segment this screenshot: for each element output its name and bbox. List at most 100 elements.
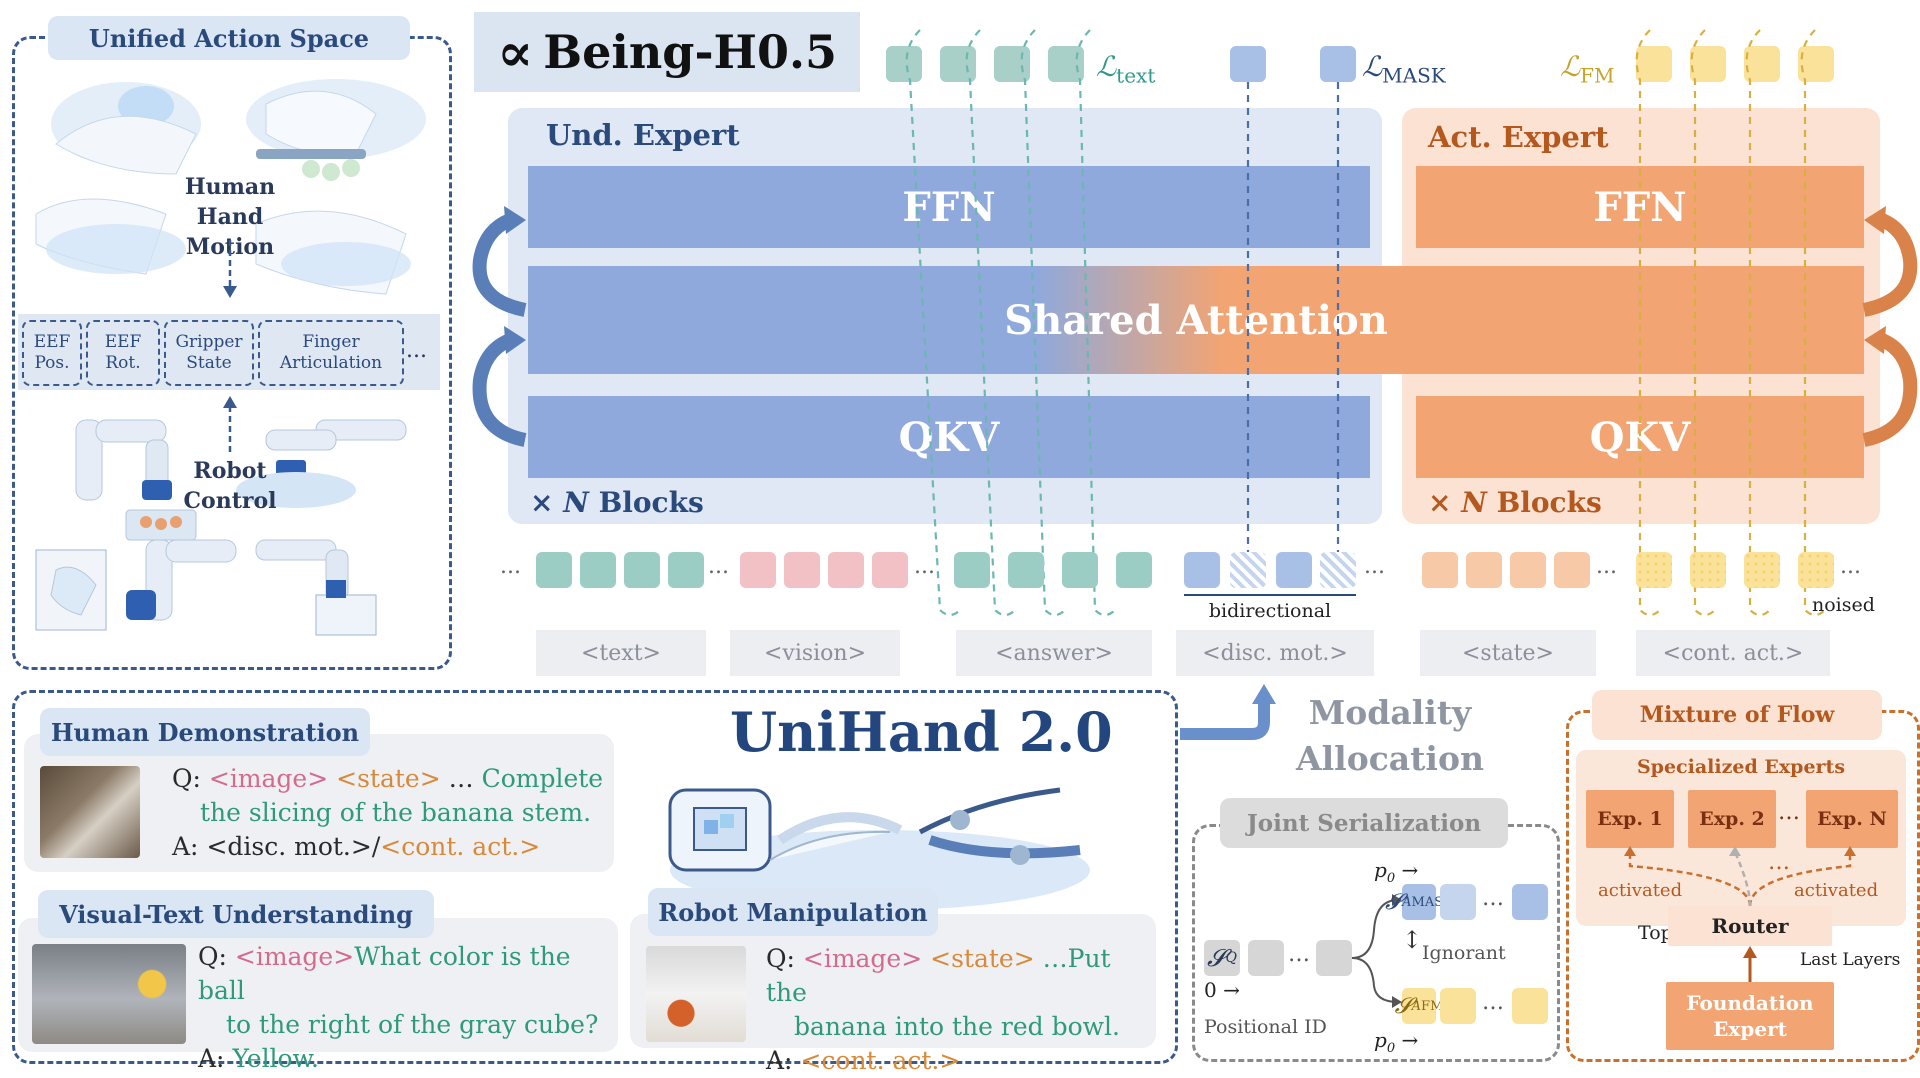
robot-label-line1: Robot: [193, 458, 267, 484]
bidirectional-arrow-icon: [1184, 594, 1356, 596]
human-demo-thumbnail: [40, 766, 140, 858]
robot-manip-caption: Robot Manipulation: [648, 888, 938, 936]
visual-text-qa: Q: <image>What color is the ball to the …: [198, 942, 599, 1073]
visual-text-caption: Visual-Text Understanding: [38, 890, 434, 938]
out-flow-token: [1744, 46, 1780, 82]
noised-action-token: [1636, 552, 1672, 588]
title-box: ∝ Being-H0.5: [474, 12, 860, 92]
robot-control-label: Robot Control: [160, 456, 300, 516]
zero-position: 0 →: [1204, 978, 1240, 1002]
und-blocks-label: × N Blocks: [530, 486, 704, 519]
expert-1-box: Exp. 1: [1586, 790, 1674, 848]
gray-token: [1248, 940, 1284, 976]
loss-fm-label: ℒFM: [1560, 50, 1615, 88]
gray-token: [1316, 940, 1352, 976]
seq-label-state: <state>: [1420, 630, 1596, 676]
loss-text-label: ℒtext: [1096, 50, 1156, 88]
modality-allocation-arrow-icon: [1180, 684, 1276, 740]
noised-action-token: [1690, 552, 1726, 588]
up-arrow-icon: [223, 396, 237, 452]
ignorant-label: Ignorant: [1422, 942, 1506, 964]
robot-manip-qa: Q: <image> <state> …Put the banana into …: [766, 944, 1120, 1075]
human-demo-qa: Q: <image> <state> … Complete the slicin…: [172, 764, 604, 861]
vision-token: [740, 552, 776, 588]
p0-bottom: p0 →: [1374, 1028, 1419, 1056]
model-title: Being-H0.5: [543, 25, 838, 79]
shared-attention-block: Shared Attention: [528, 266, 1864, 374]
router-dots: …: [1768, 850, 1790, 875]
out-flow-token: [1798, 46, 1834, 82]
robot-label-line2: Control: [183, 488, 277, 514]
text-token: [580, 552, 616, 588]
seq-ellipsis: ...: [708, 554, 729, 579]
unihand-title: UniHand 2.0: [730, 700, 1113, 764]
und-recurrence-arrows-icon: [472, 206, 527, 447]
state-token: [1422, 552, 1458, 588]
answer-token: [1062, 552, 1098, 588]
out-text-token: [940, 46, 976, 82]
answer-token: [1116, 552, 1152, 588]
ignorant-arrow-icon: ↕: [1402, 926, 1423, 954]
human-label-line1: Human: [184, 174, 276, 200]
seq-label-disc-motion: <disc. mot.>: [1176, 630, 1374, 676]
yellow-token: [1440, 988, 1476, 1024]
seq-label-cont-action: <cont. act.>: [1636, 630, 1830, 676]
answer-token: [954, 552, 990, 588]
expert-2-box: Exp. 2: [1688, 790, 1776, 848]
noised-action-token: [1744, 552, 1780, 588]
human-demo-caption: Human Demonstration: [40, 708, 370, 756]
seq-ellipsis: ...: [1364, 554, 1385, 579]
js-dots: …: [1482, 886, 1504, 911]
router-activation-arrows-icon: [1624, 846, 1856, 907]
masked-motion-token: [1230, 552, 1266, 588]
activated-left-label: activated: [1598, 880, 1683, 901]
down-arrow-icon: [223, 240, 237, 298]
disc-motion-token: [1184, 552, 1220, 588]
text-token: [668, 552, 704, 588]
out-flow-token: [1636, 46, 1672, 82]
unihand-panel: [12, 690, 1178, 1064]
experts-dots: …: [1778, 800, 1800, 825]
seq-label-answer: <answer>: [956, 630, 1152, 676]
act-recurrence-arrows-icon: [1862, 206, 1918, 447]
expert-n-box: Exp. N: [1806, 790, 1898, 848]
joint-serialization-caption: Joint Serialization: [1220, 798, 1508, 848]
foundation-to-router-arrow-icon: [1743, 946, 1757, 982]
masked-token: [1440, 884, 1476, 920]
vision-token: [784, 552, 820, 588]
out-text-token: [994, 46, 1030, 82]
visual-text-thumbnail: [32, 944, 186, 1044]
p0-top: p0 →: [1374, 858, 1419, 886]
loss-mask-label: ℒMASK: [1362, 50, 1446, 88]
out-flow-token: [1690, 46, 1726, 82]
robot-arm-illustrations: [35, 419, 407, 636]
vision-token: [828, 552, 864, 588]
seq-ellipsis: ...: [500, 554, 521, 579]
human-hand-illustrations: [35, 79, 426, 295]
state-token: [1554, 552, 1590, 588]
seq-label-text: <text>: [536, 630, 706, 676]
proportional-symbol: ∝: [496, 20, 534, 84]
out-text-token: [886, 46, 922, 82]
seq-ellipsis: ...: [1840, 554, 1861, 579]
modality-allocation-label: Modality Allocation: [1296, 693, 1484, 778]
token-flow-lines: [905, 29, 1826, 617]
und-expert-title: Und. Expert: [546, 118, 740, 152]
text-token: [536, 552, 572, 588]
text-token: [624, 552, 660, 588]
out-mask-token: [1320, 46, 1356, 82]
disc-motion-token: [1276, 552, 1312, 588]
vision-token: [872, 552, 908, 588]
router-box: Router: [1668, 906, 1832, 946]
specialized-experts-label: Specialized Experts: [1636, 756, 1846, 778]
noised-label: noised: [1812, 594, 1875, 616]
und-qkv-block: QKV: [528, 396, 1370, 478]
blue-token: [1512, 884, 1548, 920]
seq-ellipsis: ...: [1596, 554, 1617, 579]
